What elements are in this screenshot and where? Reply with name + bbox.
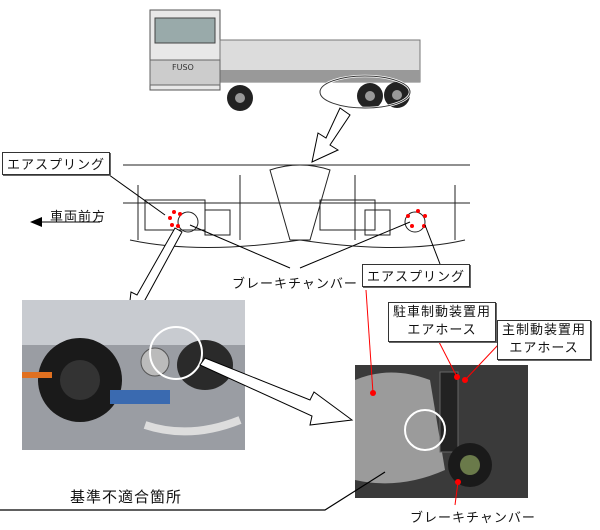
brake-chamber-top-label: ブレーキチャンバー xyxy=(232,277,358,292)
parking-brake-hose-line2: エアホース xyxy=(407,323,477,338)
leader-lines xyxy=(40,171,441,269)
red-leader-lines xyxy=(365,289,499,506)
suspension-diagram xyxy=(123,164,470,248)
front-arrow-icon xyxy=(30,217,42,227)
brake-chamber-bottom-label: ブレーキチャンバー xyxy=(410,511,536,526)
left-photo xyxy=(22,300,245,450)
truck-illustration xyxy=(149,9,421,111)
zoom-arrow-right-icon xyxy=(199,357,354,426)
parking-brake-hose-label: 駐車制動装置用 エアホース xyxy=(388,302,497,342)
nonconforming-location-label: 基準不適合箇所 xyxy=(70,488,183,506)
service-brake-hose-line2: エアホース xyxy=(509,341,579,356)
air-spring-left-label: エアスプリング xyxy=(2,152,111,175)
parking-brake-hose-line1: 駐車制動装置用 xyxy=(393,305,492,320)
service-brake-hose-label: 主制動装置用 エアホース xyxy=(497,320,592,360)
service-brake-hose-line1: 主制動装置用 xyxy=(502,323,587,338)
zoom-arrow-icon xyxy=(311,107,351,163)
nonconforming-leader xyxy=(0,471,386,511)
vehicle-front-label: 車両前方 xyxy=(50,210,107,225)
truck-brand-logo: FUSO xyxy=(172,63,194,72)
right-photo xyxy=(355,365,528,498)
air-spring-right-label: エアスプリング xyxy=(362,264,471,287)
highlight-markers xyxy=(168,209,427,228)
